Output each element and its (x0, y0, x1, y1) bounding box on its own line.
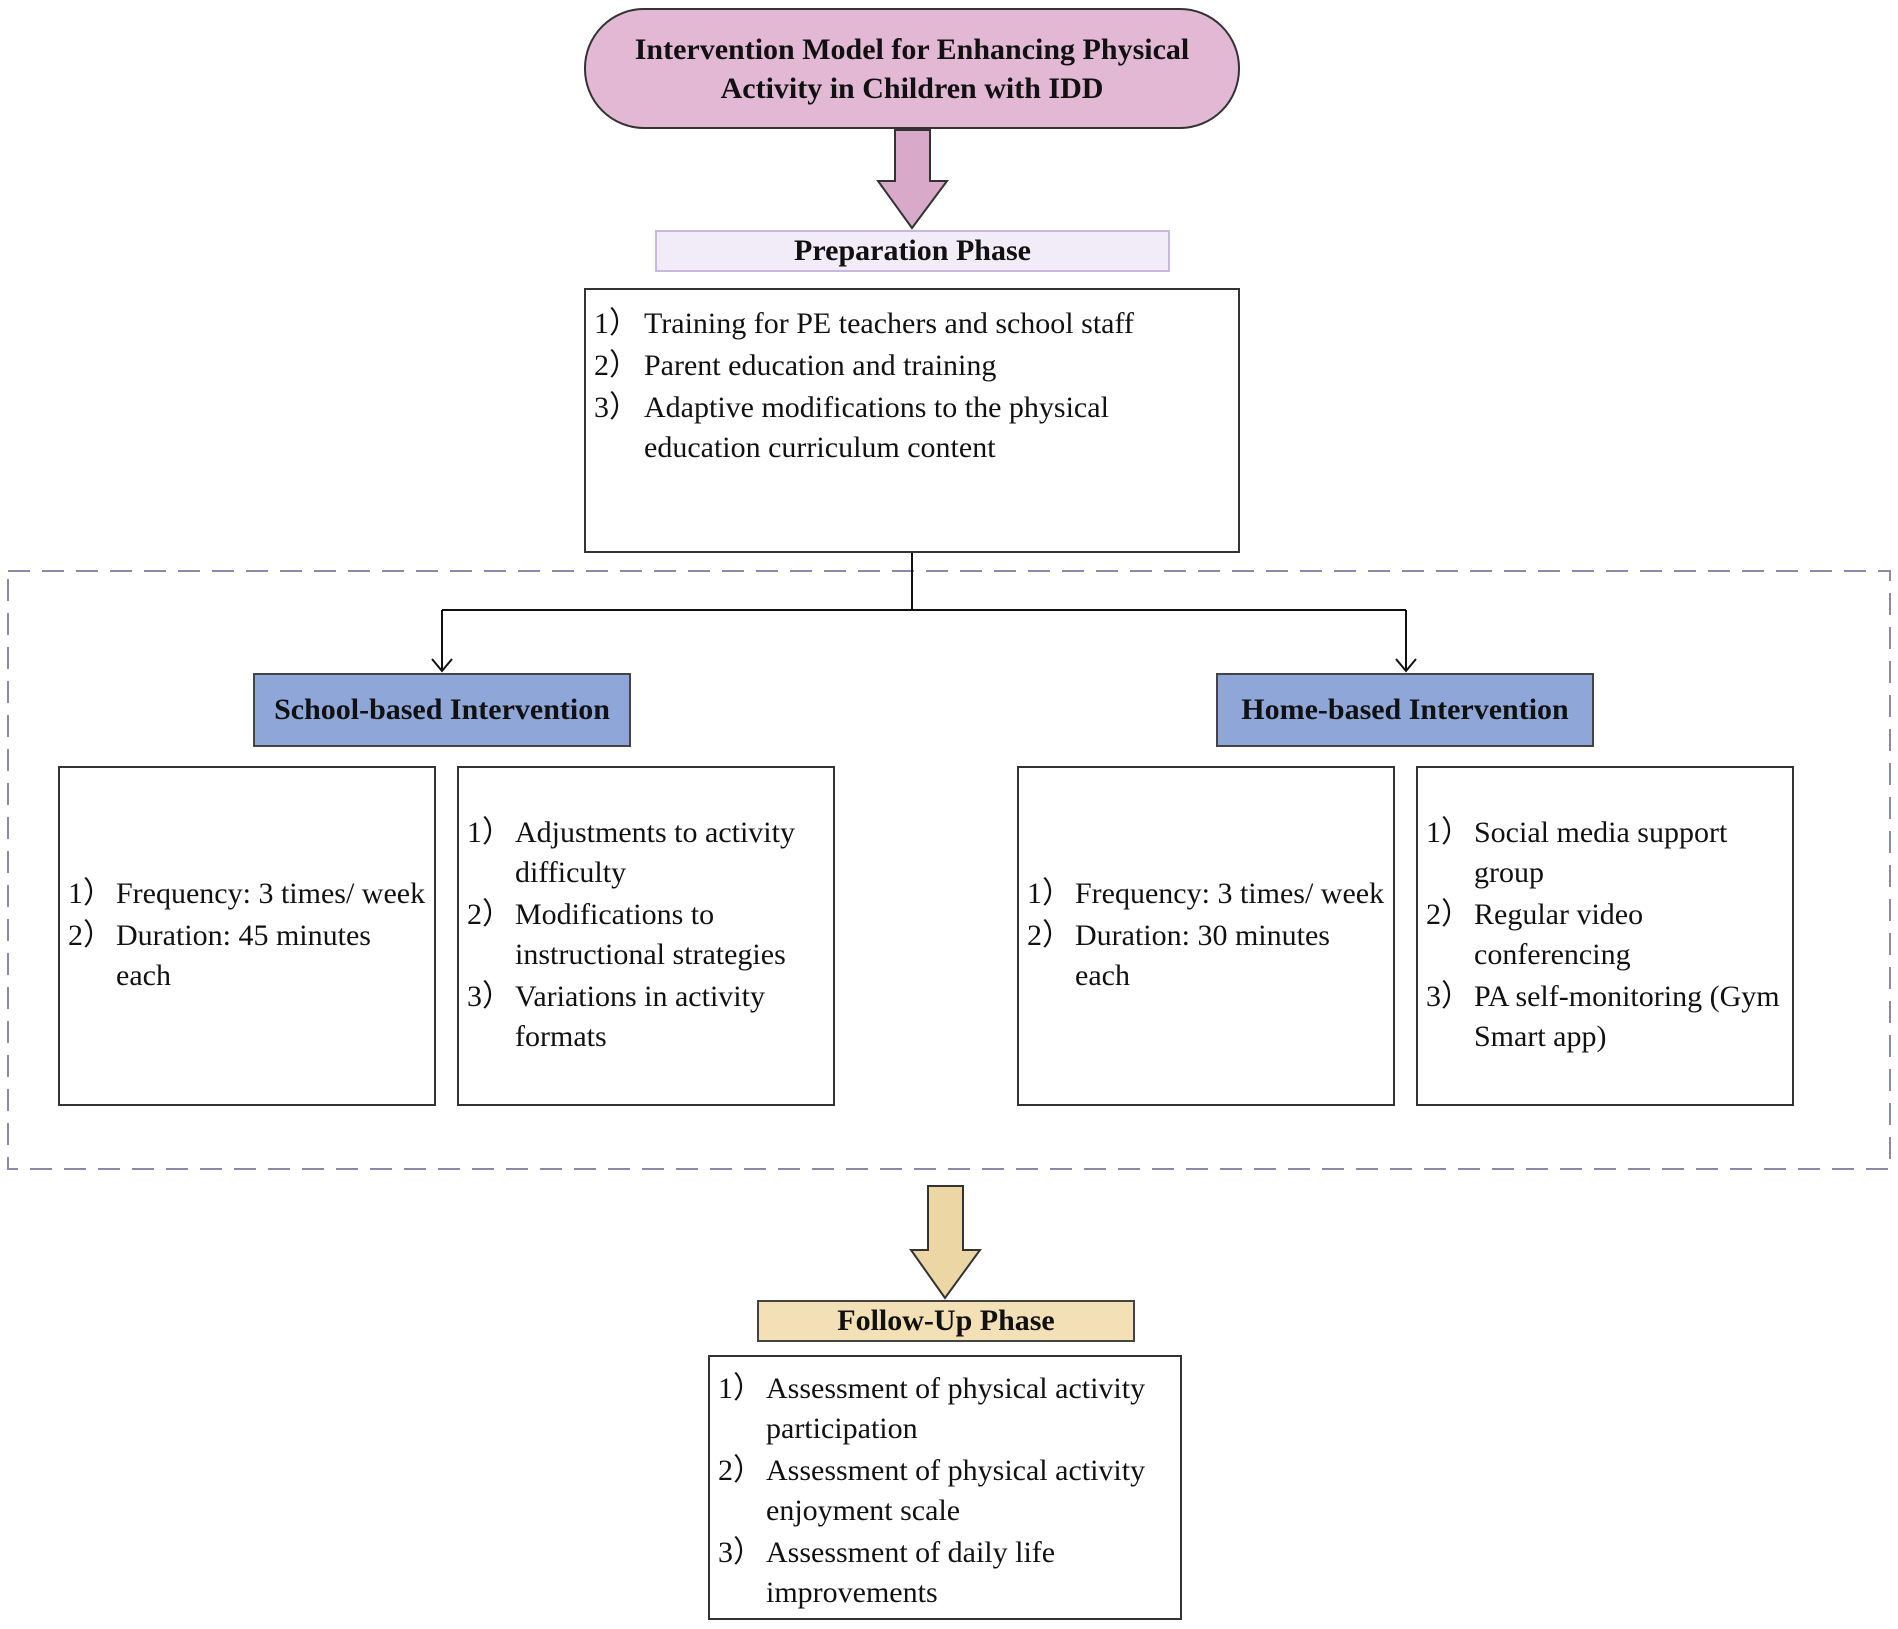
item-text: Variations in activity formats (515, 980, 765, 1053)
list-item: 1）Assessment of physical activity partic… (718, 1369, 1172, 1449)
item-text: Frequency: 3 times/ week (116, 877, 426, 910)
school-strategies-box: 1）Adjustments to activity difficulty 2）M… (457, 766, 835, 1106)
item-text: Frequency: 3 times/ week (1075, 877, 1385, 910)
list-item: 2）Assessment of physical activity enjoym… (718, 1451, 1172, 1531)
item-text: Parent education and training (644, 349, 997, 382)
list-item: 1）Frequency: 3 times/ week (1027, 874, 1385, 914)
preparation-phase-label: Preparation Phase (655, 230, 1170, 272)
item-number: 1） (594, 307, 639, 340)
branch-connector (431, 553, 1417, 673)
item-number: 1） (1426, 816, 1471, 849)
follow-up-phase-label: Follow-Up Phase (757, 1300, 1135, 1342)
item-text: Assessment of physical activity particip… (766, 1372, 1146, 1445)
preparation-phase-box: 1）Training for PE teachers and school st… (584, 288, 1240, 553)
list-item: 3）Assessment of daily life improvements (718, 1533, 1172, 1613)
item-number: 3） (1426, 980, 1471, 1013)
home-schedule-box: 1）Frequency: 3 times/ week 2）Duration: 3… (1017, 766, 1395, 1106)
item-text: Training for PE teachers and school staf… (644, 307, 1134, 340)
item-text: Adaptive modifications to the physical e… (644, 391, 1109, 464)
home-based-intervention-label-text: Home-based Intervention (1241, 693, 1569, 726)
item-text: Assessment of physical activity enjoymen… (766, 1454, 1146, 1527)
list-item: 3）Variations in activity formats (467, 977, 825, 1057)
item-text: Social media support group (1474, 816, 1728, 889)
school-based-intervention-label-text: School-based Intervention (274, 693, 610, 726)
list-item: 1）Frequency: 3 times/ week (68, 874, 426, 914)
item-number: 1） (467, 816, 512, 849)
item-text: Regular video conferencing (1474, 898, 1644, 971)
item-number: 3） (718, 1536, 763, 1569)
list-item: 1）Adjustments to activity difficulty (467, 813, 825, 893)
item-number: 2） (1426, 898, 1471, 931)
item-number: 2） (1027, 919, 1072, 952)
list-item: 1）Training for PE teachers and school st… (594, 304, 1228, 344)
item-number: 3） (594, 391, 639, 424)
item-number: 3） (467, 980, 512, 1013)
model-title: Intervention Model for Enhancing Physica… (584, 8, 1240, 129)
item-number: 1） (1027, 877, 1072, 910)
school-schedule-box: 1）Frequency: 3 times/ week 2）Duration: 4… (58, 766, 436, 1106)
list-item: 2）Parent education and training (594, 346, 1228, 386)
list-item: 2）Regular video conferencing (1426, 895, 1784, 975)
followup-down-arrow (909, 1185, 982, 1300)
title-down-arrow (876, 129, 949, 230)
item-text: Modifications to instructional strategie… (515, 898, 786, 971)
item-number: 2） (594, 349, 639, 382)
list-item: 2）Duration: 30 minutes each (1027, 916, 1385, 996)
list-item: 2）Modifications to instructional strateg… (467, 895, 825, 975)
preparation-phase-label-text: Preparation Phase (794, 234, 1031, 267)
model-title-text: Intervention Model for Enhancing Physica… (634, 32, 1190, 105)
list-item: 2）Duration: 45 minutes each (68, 916, 426, 996)
item-number: 2） (718, 1454, 763, 1487)
list-item: 3）Adaptive modifications to the physical… (594, 388, 1228, 468)
item-text: Assessment of daily life improvements (766, 1536, 1056, 1609)
intervention-region (7, 570, 1891, 1170)
school-based-intervention-label: School-based Intervention (253, 673, 631, 747)
item-number: 2） (467, 898, 512, 931)
follow-up-phase-label-text: Follow-Up Phase (837, 1304, 1055, 1337)
item-number: 1） (718, 1372, 763, 1405)
item-text: Duration: 45 minutes each (116, 919, 371, 992)
list-item: 1）Social media support group (1426, 813, 1784, 893)
item-text: Adjustments to activity difficulty (515, 816, 795, 889)
home-based-intervention-label: Home-based Intervention (1216, 673, 1594, 747)
item-number: 1） (68, 877, 113, 910)
item-number: 2） (68, 919, 113, 952)
list-item: 3）PA self-monitoring (Gym Smart app) (1426, 977, 1784, 1057)
home-supports-box: 1）Social media support group 2）Regular v… (1416, 766, 1794, 1106)
follow-up-phase-box: 1）Assessment of physical activity partic… (708, 1355, 1182, 1620)
item-text: Duration: 30 minutes each (1075, 919, 1330, 992)
item-text: PA self-monitoring (Gym Smart app) (1474, 980, 1780, 1053)
